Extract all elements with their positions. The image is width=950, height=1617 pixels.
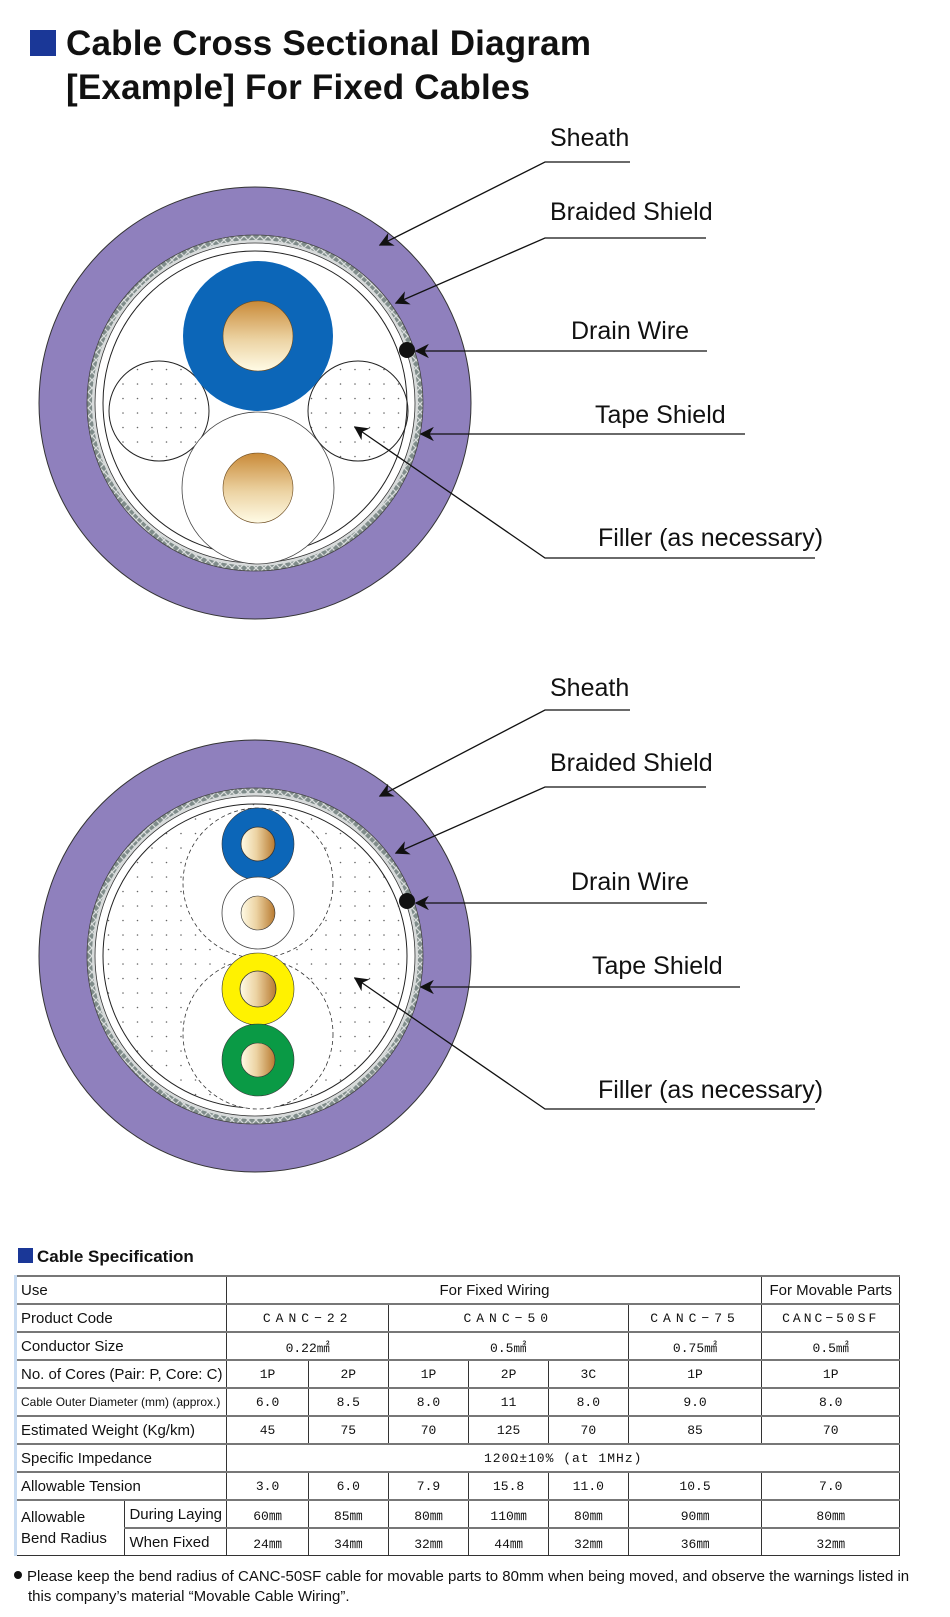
label-sheath: Sheath [550, 674, 629, 702]
cable-diagram-2: Sheath Braided Shield Drain Wire Tape Sh… [38, 674, 823, 1173]
title-line-2: [Example] For Fixed Cables [66, 68, 531, 107]
label-sheath: Sheath [550, 124, 629, 152]
label-drain-wire: Drain Wire [571, 868, 689, 896]
bullet-icon [14, 1571, 22, 1579]
row-impedance: Specific Impedance 120Ω±10% (at 1MHz) [13, 1443, 900, 1473]
row-bend-fixed: When Fixed 24㎜ 34㎜ 32㎜ 44㎜ 32㎜ 36㎜ 32㎜ [15, 1527, 900, 1556]
core-blue-conductor [240, 826, 276, 862]
label-tape-shield: Tape Shield [595, 401, 726, 429]
core-green-conductor [240, 1042, 276, 1078]
spec-heading: Cable Specification [18, 1247, 194, 1267]
spec-table: Use For Fixed Wiring For Movable Parts P… [13, 1275, 900, 1556]
row-use: Use For Fixed Wiring For Movable Parts [13, 1275, 900, 1305]
label-filler: Filler (as necessary) [598, 1076, 823, 1104]
core-blue-conductor [222, 300, 294, 372]
core-white-conductor [222, 452, 294, 524]
row-conductor-size: Conductor Size 0.22㎟ 0.5㎟ 0.75㎟ 0.5㎟ [13, 1331, 900, 1361]
core-yellow-conductor [239, 970, 277, 1008]
heading-square-icon [18, 1248, 33, 1263]
title-square-icon [30, 30, 56, 56]
title-line-1: Cable Cross Sectional Diagram [66, 24, 592, 63]
note-line-1: Please keep the bend radius of CANC-50SF… [27, 1568, 910, 1585]
drain-wire [399, 893, 415, 909]
filler-right [307, 360, 409, 462]
row-cores: No. of Cores (Pair: P, Core: C) 1P 2P 1P… [13, 1359, 900, 1389]
row-weight: Estimated Weight (Kg/km) 45 75 70 125 70… [13, 1415, 900, 1445]
row-tension: Allowable Tension 3.0 6.0 7.9 15.8 11.0 … [13, 1471, 900, 1501]
label-tape-shield: Tape Shield [592, 952, 723, 980]
label-drain-wire: Drain Wire [571, 317, 689, 345]
cable-diagram-1: Sheath Braided Shield Drain Wire Tape Sh… [38, 124, 823, 620]
label-braided-shield: Braided Shield [550, 749, 713, 777]
filler-left [108, 360, 210, 462]
label-filler: Filler (as necessary) [598, 524, 823, 552]
drain-wire [399, 342, 415, 358]
spec-heading-text: Cable Specification [37, 1247, 194, 1266]
note-line-2: this company’s material “Movable Cable W… [28, 1588, 350, 1605]
row-product-code: Product Code CANC−22 CANC−50 CANC−75 CAN… [13, 1303, 900, 1333]
row-outer-diameter: Cable Outer Diameter (mm) (approx.) 6.0 … [13, 1387, 900, 1417]
core-white-conductor [240, 895, 276, 931]
label-braided-shield: Braided Shield [550, 198, 713, 226]
note: Please keep the bend radius of CANC-50SF… [14, 1567, 934, 1607]
